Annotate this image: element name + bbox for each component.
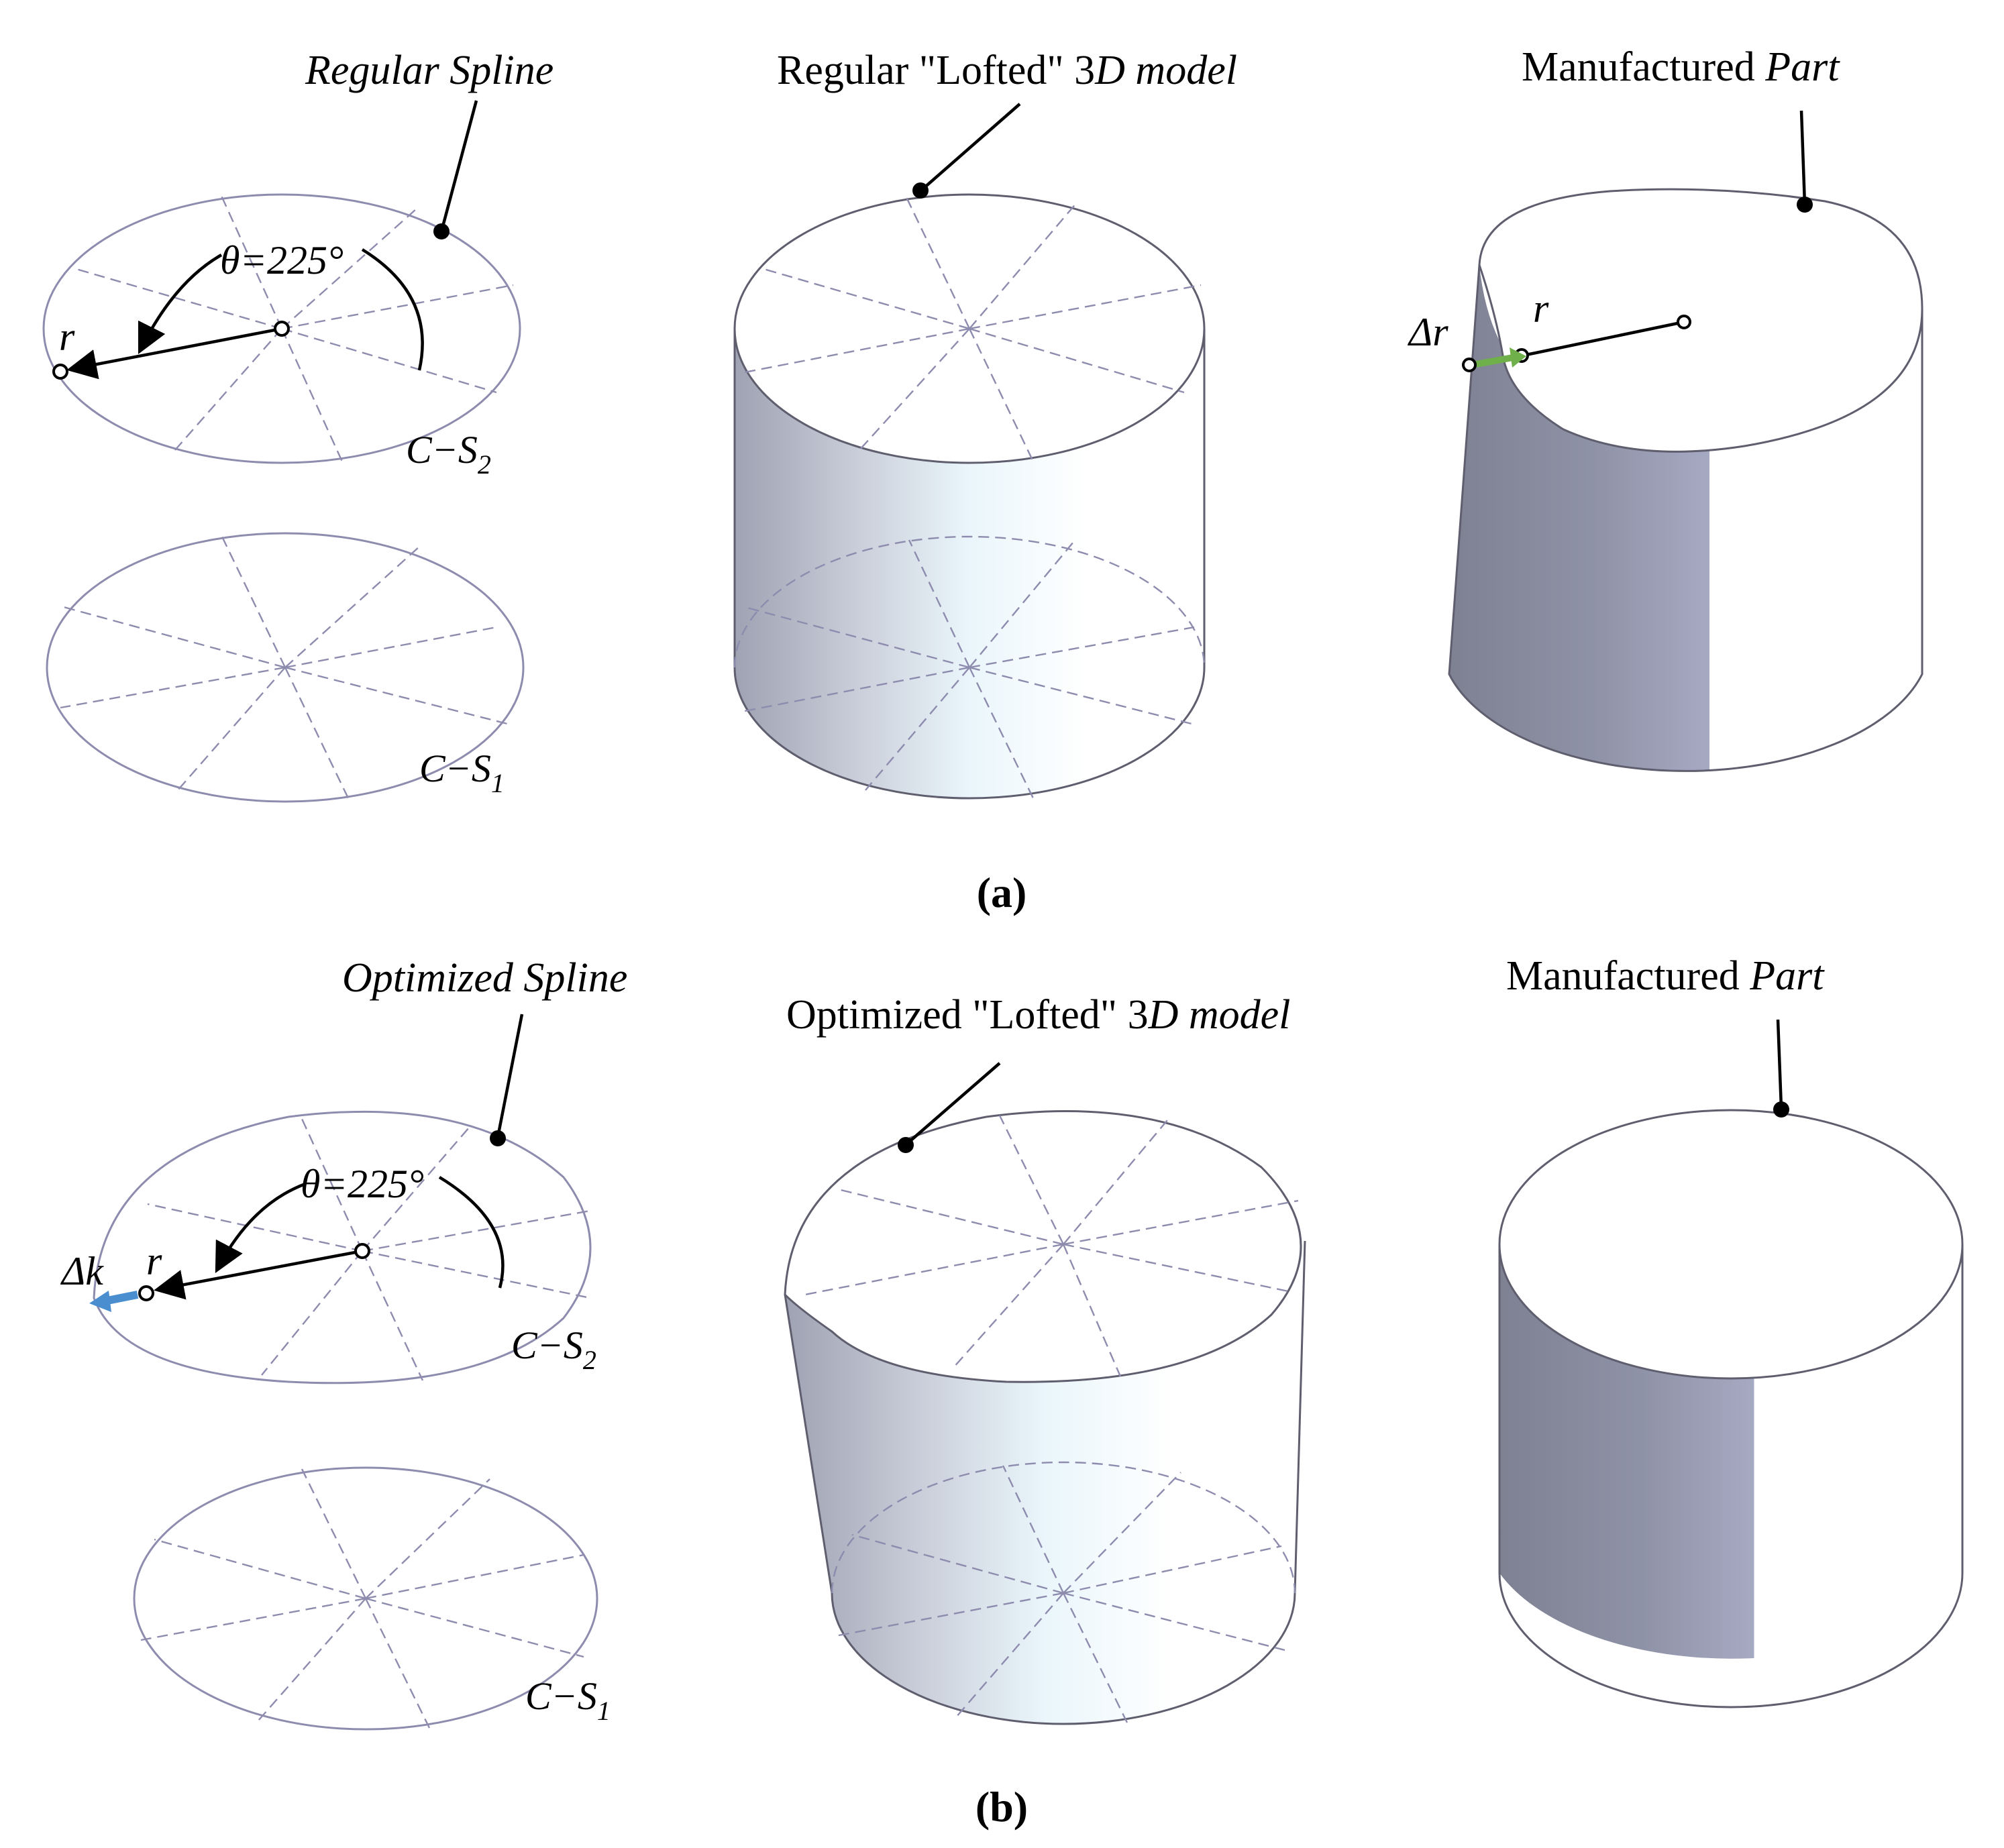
part-b-top-face <box>1498 1109 1964 1380</box>
part-a-leader <box>1799 110 1807 205</box>
bottom-section-spokes <box>60 535 511 800</box>
bottom-face-spokes <box>744 539 1195 799</box>
optimized-top-spokes <box>147 1118 591 1381</box>
delta-r-label: Δr <box>1408 310 1448 354</box>
model-leader <box>921 103 1021 191</box>
optimized-radius-arrow <box>154 1249 363 1300</box>
bottom-section-back <box>733 535 1206 668</box>
spline-leader-dot <box>433 223 450 239</box>
part-b-leader <box>1776 1019 1783 1109</box>
caption-b: (b) <box>975 1783 1028 1831</box>
part-b-title: Manufactured Part <box>1506 953 1825 999</box>
part-a-title: Manufactured Part <box>1522 44 1840 90</box>
angle-arc-left <box>138 254 223 355</box>
center-point <box>274 321 290 337</box>
optimized-bottom-spokes <box>140 1468 584 1729</box>
spline-title: Regular Spline <box>305 48 553 93</box>
regular-lofted-model: Regular "Lofted" 3D model <box>733 48 1237 800</box>
panel-a: θ=225° r C−S2 C−S1 Regular Spline <box>42 44 1923 916</box>
part-a-radius <box>1522 320 1685 358</box>
part-a-leader-dot <box>1797 197 1813 213</box>
caption-a: (a) <box>977 869 1027 916</box>
panel-b: θ=225° r Δk C−S2 C−S1 Optimized Spline <box>60 953 1964 1831</box>
optimized-spline-title: Optimized Spline <box>342 955 627 1001</box>
optimized-spline-leader <box>496 1014 524 1138</box>
cylinder-body <box>735 329 1204 798</box>
optimized-lofted-model: Optimized "Lofted" 3D model <box>784 992 1306 1725</box>
angle-arc-right <box>361 248 424 371</box>
delta-k-label: Δk <box>60 1249 104 1293</box>
radius-label: r <box>59 315 75 359</box>
model-leader-dot <box>912 182 929 199</box>
model-title: Regular "Lofted" 3D model <box>777 48 1237 93</box>
optimized-top-section-label: C−S2 <box>511 1323 596 1375</box>
bottom-section-ellipse <box>46 532 525 803</box>
optimized-radius-label: r <box>146 1239 162 1283</box>
optimized-top-section <box>93 1110 592 1384</box>
optimized-model-top-spokes <box>804 1115 1299 1377</box>
top-face-spokes <box>744 195 1202 462</box>
top-section-ellipse <box>42 193 521 464</box>
optimized-model-title: Optimized "Lofted" 3D model <box>786 992 1290 1038</box>
manufactured-part-a: r Δr Manufactured Part <box>1408 44 1923 772</box>
top-section-spokes <box>73 195 514 462</box>
delta-r-arrow <box>1475 354 1514 368</box>
radius-point <box>52 364 68 380</box>
regular-spline-sections: θ=225° r C−S2 C−S1 Regular Spline <box>42 48 553 803</box>
optimized-spline-sections: θ=225° r Δk C−S2 C−S1 Optimized Spline <box>60 955 627 1731</box>
part-a-top-face <box>1478 188 1923 453</box>
part-a-body <box>1449 265 1922 771</box>
top-section-label: C−S2 <box>406 428 491 480</box>
optimized-model-leader <box>906 1062 1001 1145</box>
angle-label: θ=225° <box>220 238 344 282</box>
bottom-section-label: C−S1 <box>419 747 505 798</box>
optimized-top-face <box>784 1110 1302 1383</box>
radius-arrow <box>66 327 282 380</box>
manufactured-part-b: Manufactured Part <box>1498 953 1964 1708</box>
part-a-radius-label: r <box>1533 286 1549 331</box>
spline-leader <box>439 100 478 232</box>
optimized-model-bottom-spokes <box>838 1465 1285 1723</box>
optimized-bottom-section-label: C−S1 <box>525 1674 611 1726</box>
optimized-angle-label: θ=225° <box>301 1162 424 1206</box>
optimized-bottom-section <box>133 1466 598 1731</box>
